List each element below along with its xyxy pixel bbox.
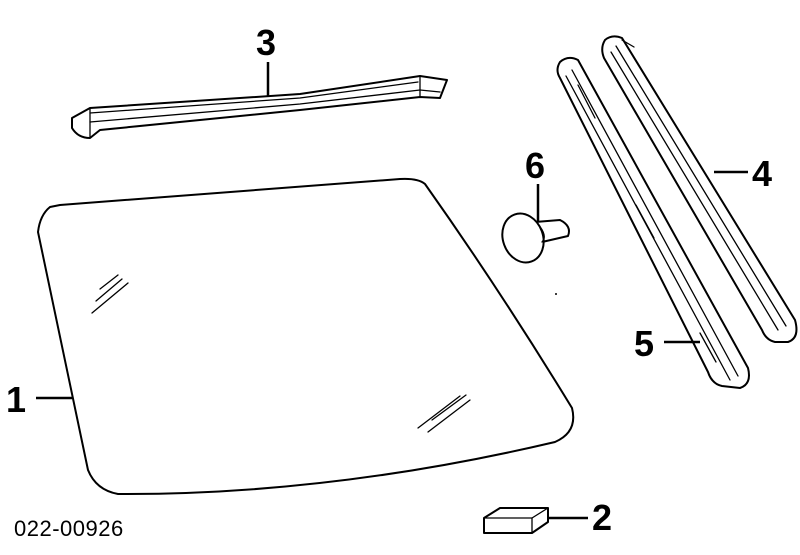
callout-6: 6 [525,145,545,186]
windshield-glass [37,177,575,496]
part-number: 022-00926 [14,516,124,541]
callout-4: 4 [752,153,772,194]
spacer-block [483,507,549,534]
side-molding-inner [556,56,750,389]
stud-fastener [501,212,570,264]
callout-3: 3 [256,22,276,63]
upper-molding [71,75,448,139]
callout-1: 1 [6,379,26,420]
callout-5: 5 [634,323,654,364]
callout-2: 2 [592,497,612,538]
side-molding-outer [601,35,798,343]
stray-dot [555,293,557,295]
